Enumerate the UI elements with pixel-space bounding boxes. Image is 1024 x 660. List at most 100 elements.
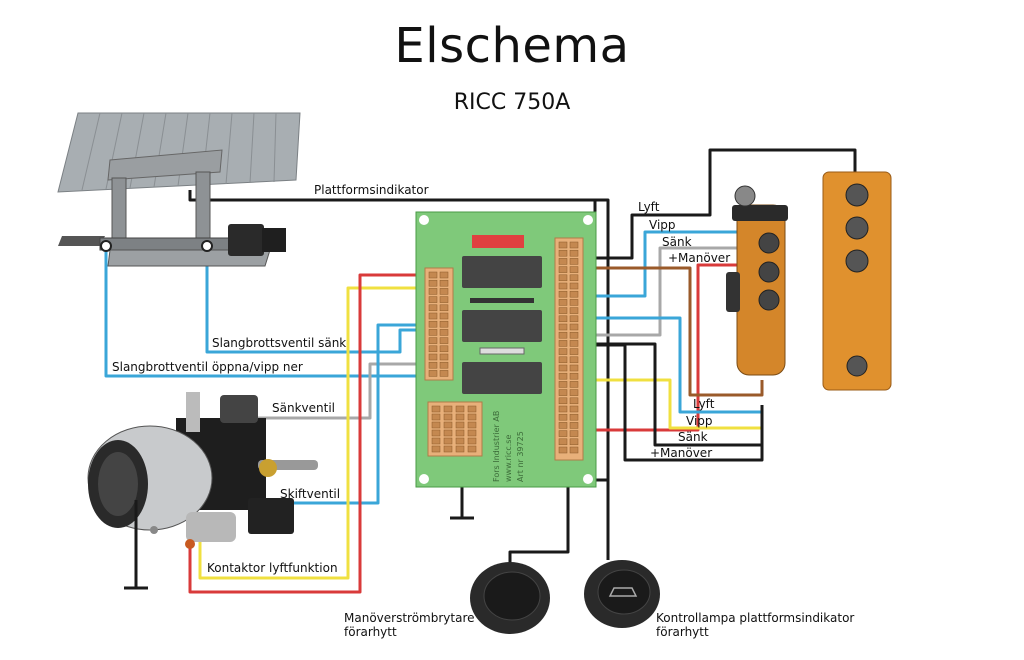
platform-illustration bbox=[57, 112, 301, 267]
connector-pin bbox=[439, 271, 449, 279]
connector-pin bbox=[428, 304, 438, 312]
remote-control-illustration bbox=[726, 171, 892, 391]
connector-pin bbox=[455, 445, 465, 453]
connector-pin bbox=[431, 413, 441, 421]
label-kontrollampa-1: Kontrollampa plattformsindikator bbox=[656, 611, 855, 625]
connector-pin bbox=[428, 288, 438, 295]
connector-pin bbox=[439, 312, 449, 320]
connector-pin bbox=[569, 323, 579, 331]
connector-pin bbox=[558, 331, 568, 339]
connector-pin bbox=[558, 422, 568, 429]
connector-pin bbox=[569, 364, 579, 372]
connector-pins bbox=[428, 241, 579, 454]
connector-pin bbox=[569, 348, 579, 355]
pump-motor-illustration bbox=[87, 392, 318, 549]
connector-pin bbox=[558, 249, 568, 257]
connector-pin bbox=[569, 372, 579, 380]
connector-pin bbox=[558, 397, 568, 405]
connector-pin bbox=[439, 329, 449, 336]
connector-pin bbox=[439, 353, 449, 361]
connector-pin bbox=[467, 405, 477, 413]
connector-pin bbox=[443, 429, 453, 437]
wire-sankventil bbox=[255, 362, 425, 420]
label-lyft-top: Lyft bbox=[638, 200, 660, 214]
connector-pin bbox=[558, 323, 568, 331]
connector-pin bbox=[558, 241, 568, 249]
wire-manoverbrytare bbox=[508, 458, 570, 570]
label-sankventil: Sänkventil bbox=[272, 401, 335, 415]
label-manover-bottom: +Manöver bbox=[650, 446, 713, 460]
label-plattformsindikator: Plattformsindikator bbox=[314, 183, 429, 197]
connector-pin bbox=[439, 345, 449, 353]
connector-pin bbox=[439, 279, 449, 287]
label-manoverbrytare-2: förarhytt bbox=[344, 625, 397, 639]
connector-pin bbox=[431, 437, 441, 445]
connector-pin bbox=[467, 437, 477, 445]
connector-pin bbox=[569, 389, 579, 396]
wire-kontaktor-yellow bbox=[198, 286, 425, 580]
connector-pin bbox=[558, 290, 568, 298]
connector-pin bbox=[467, 445, 477, 453]
wire-lyft-bottom bbox=[582, 316, 762, 414]
connector-pin bbox=[443, 445, 453, 453]
connector-pin bbox=[569, 438, 579, 446]
connector-pin bbox=[558, 446, 568, 454]
connector-pin bbox=[439, 320, 449, 328]
label-slangbrott-oppna: Slangbrottventil öppna/vipp ner bbox=[112, 360, 303, 374]
motor-ground bbox=[124, 500, 148, 590]
connector-pin bbox=[428, 345, 438, 353]
connector-pin bbox=[439, 370, 449, 377]
wire-manover-top bbox=[582, 263, 740, 432]
connector-pin bbox=[439, 337, 449, 344]
wire-skiftventil bbox=[280, 323, 425, 505]
connector-pin bbox=[428, 361, 438, 369]
connector-pin bbox=[455, 413, 465, 421]
connector-pin bbox=[558, 274, 568, 282]
label-vipp-top: Vipp bbox=[649, 218, 676, 232]
connector-pin bbox=[443, 405, 453, 413]
wire-sank-top bbox=[582, 246, 740, 337]
wire-vipp-top bbox=[582, 230, 740, 298]
connector-pin bbox=[569, 331, 579, 339]
connector-pin bbox=[569, 258, 579, 265]
connector-pin bbox=[558, 258, 568, 265]
connector-pin bbox=[428, 353, 438, 361]
wire-lyft-top bbox=[582, 148, 857, 260]
connector-pin bbox=[428, 312, 438, 320]
connector-pin bbox=[455, 429, 465, 437]
manoverstrombrytare-switch bbox=[470, 562, 550, 634]
connector-pin bbox=[455, 405, 465, 413]
diagram-title: Elschema bbox=[394, 18, 630, 74]
connector-pin bbox=[431, 421, 441, 429]
connector-pin bbox=[428, 370, 438, 377]
wire-slangbrott-oppna bbox=[104, 247, 425, 378]
connector-pin bbox=[558, 372, 568, 380]
connector-pin bbox=[428, 296, 438, 303]
connector-pin bbox=[455, 437, 465, 445]
diagram-subtitle: RICC 750A bbox=[453, 90, 571, 115]
connector-pin bbox=[558, 356, 568, 364]
connector-pin bbox=[569, 356, 579, 364]
connector-pin bbox=[558, 438, 568, 446]
connector-pin bbox=[569, 282, 579, 290]
connector-pin bbox=[558, 430, 568, 437]
connector-pin bbox=[558, 307, 568, 314]
label-kontaktor: Kontaktor lyftfunktion bbox=[207, 561, 338, 575]
connector-pin bbox=[558, 266, 568, 273]
wire-kontrollampa bbox=[593, 200, 608, 482]
connector-pin bbox=[431, 429, 441, 437]
label-sank-top: Sänk bbox=[662, 235, 692, 249]
wire-black-right bbox=[582, 343, 764, 462]
connector-pin bbox=[428, 279, 438, 287]
connector-pin bbox=[558, 381, 568, 388]
label-slangbrott-sank: Slangbrottsventil sänk bbox=[212, 336, 347, 350]
connector-pin bbox=[569, 266, 579, 273]
connector-pin bbox=[569, 430, 579, 437]
connector-pin bbox=[443, 421, 453, 429]
connector-pin bbox=[558, 364, 568, 372]
connector-pin bbox=[431, 405, 441, 413]
label-manover-top: +Manöver bbox=[668, 251, 731, 265]
connector-pin bbox=[569, 397, 579, 405]
